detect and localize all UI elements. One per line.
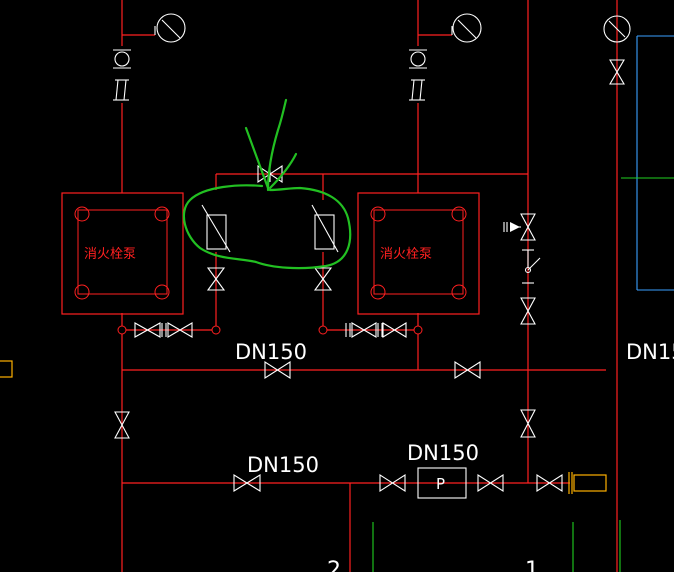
junction-node: [413, 325, 423, 335]
dn-label-right: DN150: [626, 340, 674, 364]
pump-left-bolt: [154, 284, 170, 300]
cyan-network-line: [636, 35, 674, 291]
pipe-end-cap-right: [568, 472, 607, 494]
pump-right-bolt: [370, 284, 386, 300]
junction-node: [211, 325, 221, 335]
marker-number-2: 2: [327, 558, 341, 572]
pump-right-label: 消火栓泵: [380, 247, 432, 262]
riser-fitting-mid-icon: [409, 49, 427, 101]
valve-lower-after-meter-icon: [477, 473, 504, 493]
flow-switch-left-icon: [201, 204, 231, 253]
valve-left-vertical-icon: [206, 267, 226, 291]
junction-node: [117, 325, 127, 335]
arrow-head-icon: [510, 222, 520, 232]
junction-node: [318, 325, 328, 335]
pump-right-inner: [373, 209, 464, 295]
pump-right: 消火栓泵: [357, 192, 480, 315]
pipe-junctions: [117, 325, 423, 335]
pressure-gauge-right-icon: [603, 15, 631, 43]
pump-left-bolt: [154, 206, 170, 222]
flow-switch-right-icon: [311, 204, 339, 253]
pump-left-inner: [77, 209, 168, 295]
valve-right-vertical-icon: [313, 267, 333, 291]
valve-lower-left-icon: [233, 474, 261, 492]
valve-far-right-icon: [609, 59, 625, 85]
valve-top-cross-icon: [257, 164, 283, 184]
symbols: [113, 13, 631, 499]
pressure-gauge-left-icon: [154, 13, 186, 43]
pump-left: 消火栓泵: [61, 192, 184, 315]
green-network-lines: [372, 177, 674, 572]
dn-label-main-upper: DN150: [235, 340, 307, 364]
pump-left-bolt: [74, 206, 90, 222]
pump-left-bolt: [74, 284, 90, 300]
valve-main-upper-left-icon: [264, 360, 291, 380]
valve-main-upper-right-icon: [454, 360, 481, 380]
marker-number-1: 1: [525, 558, 539, 572]
annotation-arrow-stem: [266, 98, 288, 192]
pump-right-bolt: [451, 284, 467, 300]
annotation-arrow-right-stroke: [268, 152, 298, 190]
pressure-gauge-mid-icon: [451, 13, 482, 43]
valve-lower-before-meter-icon: [379, 473, 406, 493]
annotation-arrow-left-stroke: [244, 126, 270, 190]
dn-label-lower-left: DN150: [247, 453, 319, 477]
pump-right-frame: [357, 192, 480, 315]
riser-fitting-left-icon: [113, 49, 131, 101]
pump-left-label: 消火栓泵: [84, 247, 136, 262]
pump-right-bolt: [370, 206, 386, 222]
dn-label-lower-mid: DN150: [407, 441, 479, 465]
pressure-meter-label: P: [436, 475, 445, 493]
check-valve-right-riser-icon: [522, 249, 541, 284]
valve-right-riser-lower-icon: [520, 409, 536, 438]
pump-right-bolt: [451, 206, 467, 222]
annotation-circle: [182, 184, 352, 270]
valve-group-outlet-left-icon: [134, 322, 193, 338]
valve-left-riser-lower-icon: [114, 411, 130, 439]
connector-box-left: [0, 360, 13, 378]
pump-left-frame: [61, 192, 184, 315]
valve-lower-right-icon: [536, 473, 563, 493]
valve-group-outlet-right-icon: [345, 322, 407, 338]
valve-right-riser-mid-icon: [520, 297, 536, 325]
pipe-network: [121, 0, 618, 572]
annotation-highlight: [182, 98, 352, 270]
pressure-meter-box: [417, 467, 467, 499]
